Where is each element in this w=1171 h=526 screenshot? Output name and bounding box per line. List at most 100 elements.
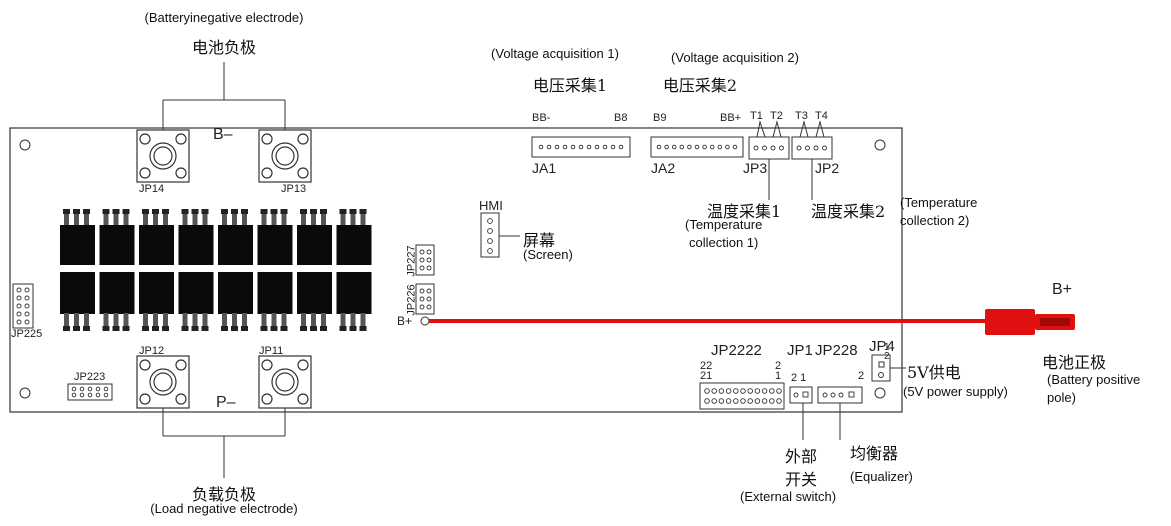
mosfet-bottom	[218, 272, 253, 314]
voltage1-en: (Voltage acquisition 1)	[491, 46, 619, 61]
mosfet-lead	[182, 313, 188, 331]
ja2-pin	[717, 144, 723, 150]
mosfet-lead	[192, 209, 198, 227]
mosfet-lead-tip	[231, 209, 238, 214]
mounting-hole	[19, 387, 31, 399]
jp2222-pin	[740, 398, 746, 404]
mosfet-lead-tip	[339, 209, 347, 214]
load-negative-en: (Load negative electrode)	[150, 501, 298, 516]
mosfet-lead	[143, 209, 148, 227]
jp22x-pin	[419, 257, 425, 263]
mosfet-top	[60, 225, 95, 265]
load-negative-leader	[162, 408, 286, 478]
mosfet-lead	[242, 209, 247, 227]
jp2-pin	[796, 145, 802, 151]
mosfet-lead-tip	[162, 209, 169, 214]
ja1-pin	[570, 144, 576, 150]
mosfet-lead	[123, 209, 129, 227]
equalizer-en: (Equalizer)	[850, 469, 913, 484]
connector-ja2	[650, 136, 744, 158]
connector-jp226	[415, 283, 435, 315]
mosfet-top	[99, 225, 135, 265]
mosfet-bottom	[178, 272, 214, 314]
mosfet-lead	[123, 313, 129, 331]
jp223-pin	[79, 386, 85, 392]
label-b9: B9	[653, 112, 667, 124]
mosfet-lead-tip	[270, 326, 278, 331]
jp2222-pin	[733, 388, 739, 394]
mosfet-top	[139, 225, 174, 265]
mosfet-lead-tip	[73, 326, 80, 331]
jp22x-pin	[426, 288, 432, 294]
jp2222-pin	[769, 398, 775, 404]
jp223-pin	[87, 392, 93, 398]
label-jp3: JP3	[743, 160, 768, 176]
mosfet-top	[178, 225, 214, 265]
label-jp2222: JP2222	[711, 342, 762, 359]
label-t2: T2	[770, 110, 783, 122]
temp2-en-line1: (Temperature	[900, 195, 978, 210]
mosfet-lead-tip	[201, 326, 209, 331]
jp225-pin	[16, 295, 22, 301]
hmi-pin	[487, 238, 493, 244]
jp225-pin	[24, 287, 30, 293]
mosfet-lead-tip	[152, 326, 159, 331]
label-jp226: JP226	[405, 284, 418, 316]
jp2222-pin	[704, 398, 710, 404]
connector-jp4	[871, 354, 906, 382]
ext-switch-en: (External switch)	[740, 489, 837, 504]
jp223-pin	[79, 392, 85, 398]
jp22x-pin	[426, 296, 432, 302]
mosfet-lead-tip	[300, 209, 307, 214]
label-pin1a: 1	[775, 370, 782, 382]
jp228-pin	[822, 392, 828, 398]
jp3-jp2-pins	[753, 145, 827, 151]
temp1-cn: 温度采集1	[707, 202, 782, 221]
label-b-plus-wire: B+	[1052, 281, 1073, 298]
label-hmi: HMI	[479, 198, 503, 213]
mosfet-lead	[360, 209, 366, 227]
label-bb-minus: BB-	[532, 112, 551, 124]
label-pin22: 22	[700, 360, 713, 372]
connector-jp228	[817, 386, 863, 440]
jp2222-pin	[725, 398, 732, 404]
mosfet-lead-tip	[83, 209, 90, 214]
equalizer-cn: 均衡器	[850, 444, 899, 463]
mosfet-lead-tip	[63, 209, 70, 214]
jp2222-pin	[769, 388, 775, 394]
mosfet-lead	[192, 313, 198, 331]
mosfet-lead	[84, 209, 89, 227]
ja2-pin	[694, 144, 700, 150]
mosfet-lead	[271, 313, 277, 331]
mosfet-lead-tip	[83, 326, 90, 331]
connector-jp3	[748, 120, 833, 200]
label-jp1-pins: 2 1	[791, 372, 807, 384]
battery-negative-leader	[162, 62, 286, 130]
temp2-en-line2: collection 2)	[900, 213, 970, 228]
temp2-cn: 温度采集2	[811, 202, 886, 221]
mosfet-lead	[271, 209, 277, 227]
jp22x-pin	[419, 288, 425, 294]
mounting-holes	[19, 139, 886, 399]
label-t1: T1	[750, 110, 763, 122]
mosfet-lead	[202, 313, 208, 331]
jp2222-pin	[776, 388, 782, 394]
jp1-pin-square	[802, 391, 809, 398]
jp225-pin	[24, 319, 30, 325]
battery-positive-en-line2: pole)	[1047, 390, 1076, 405]
mosfet-lead-tip	[181, 326, 189, 331]
mosfet-lead-tip	[300, 326, 307, 331]
jp225-pin	[16, 319, 22, 325]
battery-negative-cn: 电池负极	[191, 38, 256, 57]
mosfet-lead-tip	[221, 209, 228, 214]
jp22x-pin	[419, 249, 425, 255]
mosfet-lead	[281, 313, 287, 331]
mosfet-lead-tip	[349, 326, 357, 331]
mosfet-lead-tip	[241, 326, 248, 331]
jp3-pin	[762, 145, 767, 151]
mosfet-lead-tip	[191, 326, 199, 331]
pcb-board	[9, 127, 903, 413]
jp2222-pin	[718, 388, 725, 394]
mosfet-lead-tip	[191, 209, 199, 214]
